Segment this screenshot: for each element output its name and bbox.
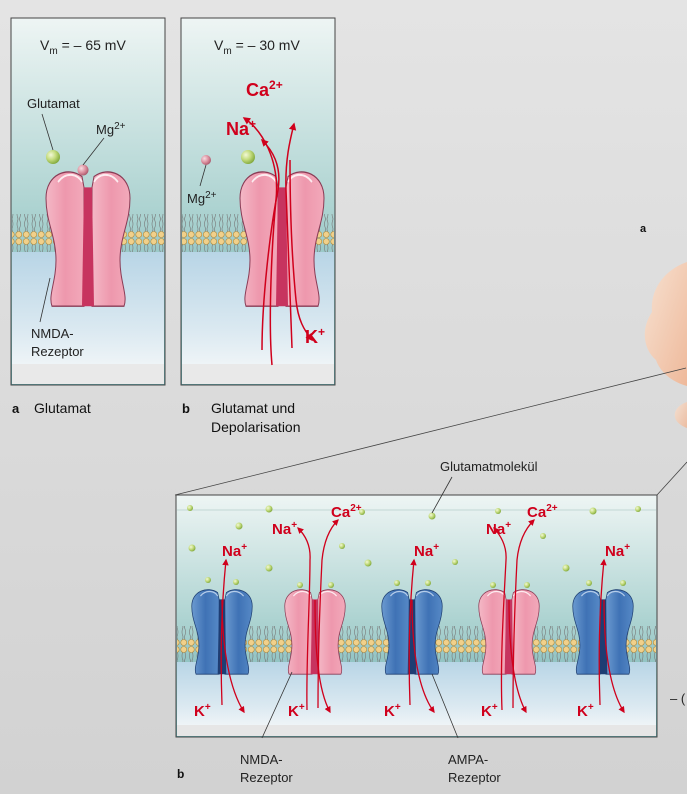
caption-letter-b: b — [182, 401, 190, 416]
nmda-label-a-line2: Rezeptor — [31, 344, 84, 359]
ampa-receptor-3 — [572, 589, 634, 675]
ampa-label-bottom-line1: AMPA- — [448, 752, 488, 767]
na-influx-arrow-2 — [285, 122, 297, 349]
ion-flux-arrows — [220, 519, 625, 714]
ampa-label-bottom-line2: Rezeptor — [448, 770, 501, 785]
k-label-5: K+ — [577, 702, 594, 720]
panel-b: Vm = – 30 mV Ca2+ Na+ Mg2+ K+ b Glutamat… — [180, 17, 336, 435]
glutamate-molecules — [187, 505, 641, 588]
k-efflux-arrow — [289, 159, 313, 342]
k-label-b: K+ — [305, 325, 325, 347]
caption-letter-bottom: b — [177, 767, 184, 781]
k-label-1: K+ — [194, 702, 211, 720]
k-label-2: K+ — [288, 702, 305, 720]
right-letter-a: a — [640, 223, 647, 235]
nmda-label-bottom-line2: Rezeptor — [240, 770, 293, 785]
na-label-b: Na+ — [226, 117, 256, 139]
voltage-label-b: Vm = – 30 mV — [214, 37, 300, 57]
k-label-3: K+ — [384, 702, 401, 720]
zoom-line-right — [656, 461, 687, 496]
glutamat-label-a: Glutamat — [27, 96, 80, 111]
nmda-label-bottom-line1: NMDA- — [240, 752, 283, 767]
ca-label-nmda-2: Ca2+ — [527, 503, 558, 521]
nmda-receptor-b — [238, 170, 326, 308]
voltage-label-a: Vm = – 65 mV — [40, 37, 126, 57]
nmda-receptor-a — [44, 170, 132, 308]
na-label-nmda-1: Na+ — [272, 520, 297, 538]
right-edge-text: – ( — [670, 691, 686, 706]
caption-text-b-line2: Depolarisation — [211, 419, 301, 435]
mg-label-a: Mg2+ — [96, 121, 126, 137]
panel-a: Vm = – 65 mV Glutamat Mg2+ NMDA- Rezepto… — [10, 17, 166, 416]
mg-label-b: Mg2+ — [187, 190, 217, 206]
caption-letter-a: a — [12, 401, 20, 416]
glutamate-molecule-b — [241, 150, 255, 164]
ca-label-b: Ca2+ — [246, 78, 283, 100]
na-influx-arrow-1 — [260, 138, 280, 351]
glutamate-molecule — [46, 150, 60, 164]
nmda-label-a-line1: NMDA- — [31, 326, 74, 341]
caption-text-a: Glutamat — [34, 400, 91, 416]
caption-text-b-line1: Glutamat und — [211, 400, 295, 416]
glutamate-molecule-label: Glutamatmolekül — [440, 459, 538, 474]
na-label-ampa-1: Na+ — [222, 542, 247, 560]
na-label-ampa-2: Na+ — [414, 542, 439, 560]
zoom-line-left — [174, 367, 687, 496]
magnesium-ion-b — [201, 155, 211, 165]
panel-bottom: Glutamatmolekül Na+ Ca2+ Na+ Na+ Na+ Ca2… — [175, 459, 658, 785]
magnesium-ion — [77, 164, 89, 176]
na-label-ampa-3: Na+ — [605, 542, 630, 560]
k-label-4: K+ — [481, 702, 498, 720]
ca-label-nmda-1: Ca2+ — [331, 503, 362, 521]
na-label-nmda-2: Na+ — [486, 520, 511, 538]
right-edge-neuron: a – ( — [640, 223, 687, 706]
